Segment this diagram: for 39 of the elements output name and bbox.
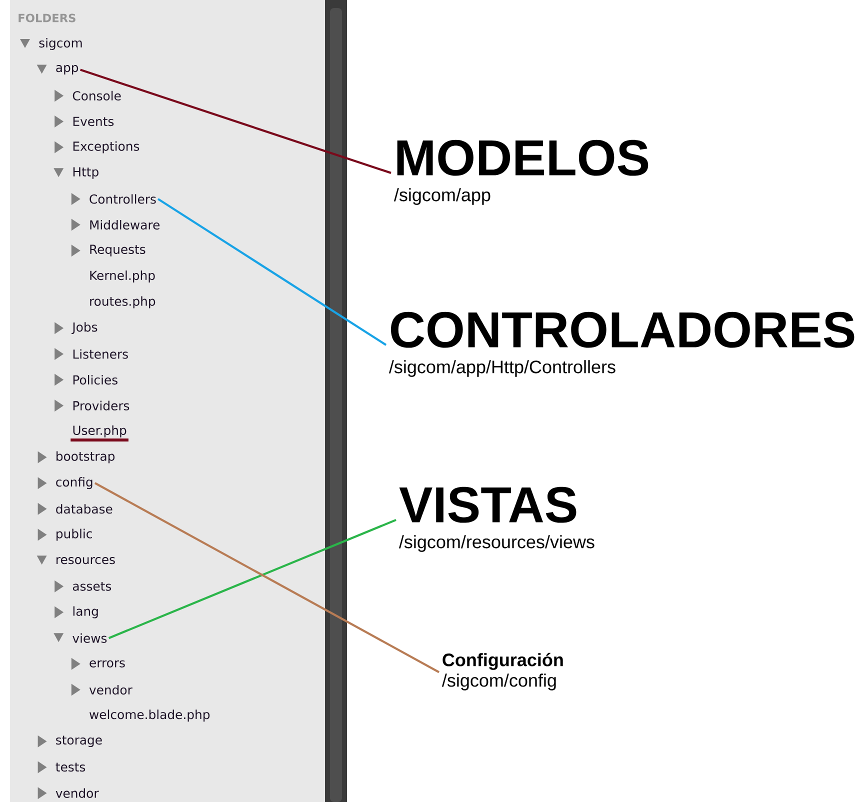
folder-name: vendor xyxy=(89,684,132,695)
folder-name: Policies xyxy=(73,375,118,385)
folder-name: Http xyxy=(73,167,98,179)
folder-name: app xyxy=(56,65,78,75)
folder-name: sigcom xyxy=(39,38,82,50)
folder-name: Exceptions xyxy=(73,141,140,154)
folder-name: bootstrap xyxy=(56,451,115,464)
folder-name: vendor xyxy=(56,788,99,798)
folder-name: Listeners xyxy=(73,349,128,359)
folder-name: public xyxy=(56,528,92,541)
folder-name: Jobs xyxy=(72,322,98,334)
folder-name: Middleware xyxy=(90,220,160,230)
section-label: Configuración /sigcom/config xyxy=(442,652,563,690)
section-label: MODELOS /sigcom/app xyxy=(394,140,648,205)
label: FOLDERS xyxy=(18,14,76,22)
folder-name: User.php xyxy=(73,425,126,438)
folder-name: Kernel.php xyxy=(90,270,155,282)
folder-name: assets xyxy=(72,582,112,591)
folder-name: routes.php xyxy=(90,296,156,308)
folder-name: views xyxy=(72,633,107,643)
folder-name: Controllers xyxy=(90,194,156,204)
folder-name: resources xyxy=(56,557,115,564)
folder-name: errors xyxy=(90,660,125,668)
section-label: CONTROLADORES /sigcom/app/Http/Controllers xyxy=(388,312,854,377)
folder-name: tests xyxy=(56,762,86,772)
folder-name: welcome.blade.php xyxy=(90,710,210,722)
folder-name: Requests xyxy=(90,244,146,256)
leader-line xyxy=(108,518,396,640)
folder-name: config xyxy=(56,477,92,490)
folder-name: Console xyxy=(72,90,121,100)
folder-name: database xyxy=(56,504,112,514)
leader-line xyxy=(94,482,440,674)
folder-name: Providers xyxy=(73,400,130,410)
leader-line xyxy=(157,198,387,346)
folder-name: storage xyxy=(56,736,102,748)
folder-name: Events xyxy=(73,116,114,126)
folder-name: lang xyxy=(73,606,98,618)
section-label: VISTAS /sigcom/resources/views xyxy=(398,486,594,552)
leader-line xyxy=(80,68,392,174)
